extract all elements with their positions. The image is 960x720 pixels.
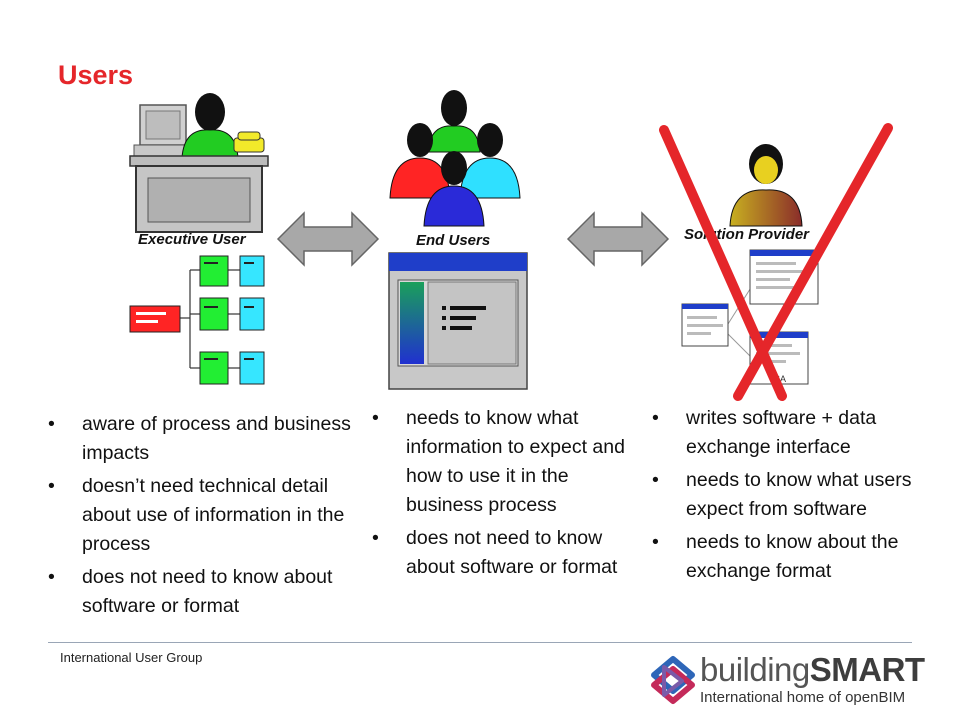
org-chart-illustration <box>129 255 265 385</box>
logo-wordmark-light: building <box>700 651 810 688</box>
bullet-item: doesn’t need technical detail about use … <box>48 472 368 559</box>
executive-user-bullets: aware of process and business impacts do… <box>48 410 368 625</box>
document-tag: SA <box>774 374 787 384</box>
end-users-caption: End Users <box>416 232 491 249</box>
bullet-item: needs to know about the exchange format <box>652 528 932 586</box>
end-users-bullets: needs to know what information to expect… <box>372 404 642 586</box>
bullet-item: aware of process and business impacts <box>48 410 368 468</box>
end-users-illustration <box>389 90 521 227</box>
double-arrow-left <box>276 211 380 267</box>
documents-illustration <box>681 249 819 385</box>
solution-provider-illustration <box>729 144 803 227</box>
double-arrow-right <box>566 211 670 267</box>
logo-tagline: International home of openBIM <box>700 689 906 706</box>
logo-wordmark-bold: SMART <box>809 651 925 688</box>
footer-divider <box>48 642 912 643</box>
buildingsmart-emblem-icon <box>651 656 695 704</box>
bullet-item: does not need to know about software or … <box>372 524 642 582</box>
bullet-item: writes software + data exchange interfac… <box>652 404 932 462</box>
bullet-item: needs to know what users expect from sof… <box>652 466 932 524</box>
executive-user-caption: Executive User <box>138 231 246 248</box>
page-title: Users <box>58 60 134 90</box>
logo-wordmark: buildingSMART <box>700 651 925 689</box>
executive-user-illustration <box>129 93 269 233</box>
solution-provider-bullets: writes software + data exchange interfac… <box>652 404 932 590</box>
bullet-item: needs to know what information to expect… <box>372 404 642 520</box>
footer-text: International User Group <box>60 650 203 665</box>
red-cross-mark <box>659 123 893 401</box>
bullet-item: does not need to know about software or … <box>48 563 368 621</box>
buildingsmart-logo: buildingSMART International home of open… <box>648 651 925 707</box>
application-window-illustration <box>388 252 528 390</box>
